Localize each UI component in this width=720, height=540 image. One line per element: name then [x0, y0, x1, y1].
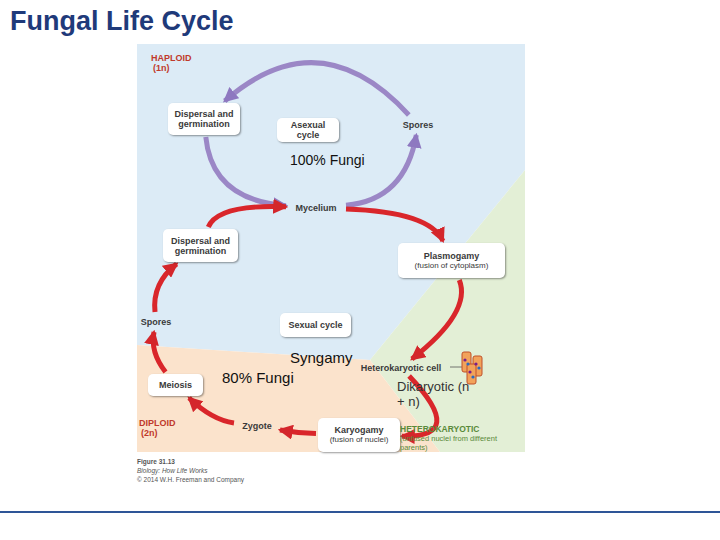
cycle-box: Sexual cycle [280, 313, 351, 337]
stage-box: Dispersal and germination [168, 103, 240, 135]
sexual-cycle-arrow [155, 264, 177, 312]
stage-text: Mycelium [288, 200, 344, 216]
process-box: Plasmogamy(fusion of cytoplasm) [398, 243, 505, 278]
annotation: Dikaryotic (n + n) [397, 380, 475, 410]
sexual-cycle-arrow [280, 430, 316, 434]
box-text: Spores [403, 120, 434, 130]
box-text: Dispersal and germination [166, 236, 235, 256]
box-text: Spores [141, 317, 172, 327]
asexual-cycle-arrow [346, 135, 416, 205]
process-box: Karyogamy(fusion of nuclei) [318, 418, 400, 452]
region-label: (1n) [153, 63, 170, 73]
sexual-cycle-arrow [153, 332, 165, 372]
figure-number: Figure 31.13 [137, 458, 175, 465]
region-label: HAPLOID [151, 53, 192, 63]
box-text: Meiosis [159, 380, 192, 390]
box-text: Asexual cycle [280, 120, 336, 140]
figure-frame [137, 44, 525, 452]
annotation: 100% Fungi [290, 152, 365, 168]
region-note: (unfused nuclei from different parents) [400, 435, 515, 452]
box-text: Dispersal and germination [171, 109, 237, 129]
box-text: Karyogamy [334, 425, 383, 435]
annotation: Syngamy [290, 349, 353, 366]
stage-box: Dispersal and germination [163, 229, 238, 262]
slide-title: Fungal Life Cycle [10, 6, 234, 37]
annotation: 80% Fungi [222, 369, 294, 386]
sexual-cycle-arrow [346, 209, 443, 241]
box-subtext: (fusion of nuclei) [330, 435, 389, 445]
asexual-cycle-arrow [206, 137, 286, 206]
box-text: Sexual cycle [288, 320, 342, 330]
process-box: Meiosis [148, 374, 203, 396]
copyright-note: © 2014 W.H. Freeman and Company [137, 476, 244, 483]
sexual-cycle-arrow [412, 280, 462, 359]
region-label: DIPLOID [139, 418, 176, 428]
sexual-cycle-arrow [208, 206, 286, 227]
box-subtext: (fusion of cytoplasm) [415, 261, 489, 271]
stage-text: Heterokaryotic cell [352, 361, 450, 374]
region-label: HETEROKARYOTIC [400, 425, 480, 435]
region-label: (2n) [141, 428, 158, 438]
box-text: Zygote [242, 421, 272, 431]
diploid-region [137, 345, 440, 452]
source-note: Biology: How Life Works [137, 467, 207, 474]
sexual-cycle-arrow [189, 398, 234, 423]
stage-text: Zygote [236, 418, 278, 434]
footer-rule [0, 511, 720, 513]
box-text: Heterokaryotic cell [361, 363, 442, 373]
stage-text: Spores [135, 314, 177, 330]
leader-line [450, 367, 462, 368]
cycle-box: Asexual cycle [277, 118, 339, 142]
stage-text: Spores [398, 117, 438, 133]
box-text: Mycelium [295, 203, 336, 213]
asexual-cycle-arrow [225, 63, 409, 115]
box-text: Plasmogamy [424, 251, 480, 261]
